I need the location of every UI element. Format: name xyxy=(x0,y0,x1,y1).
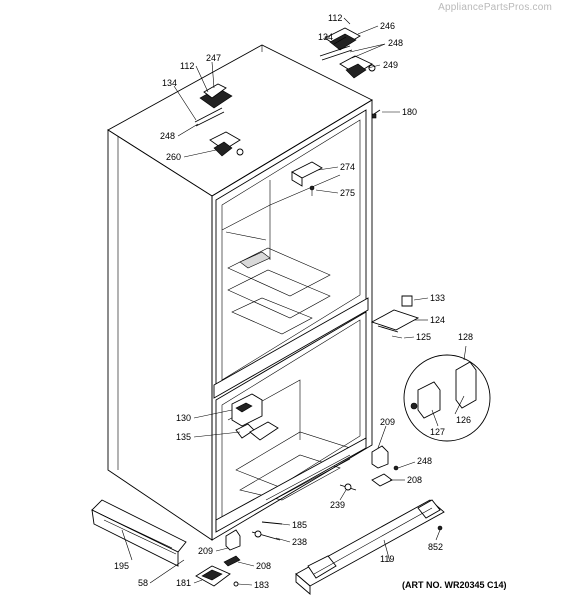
callout-127: 127 xyxy=(430,427,445,437)
callout-239: 239 xyxy=(330,500,345,510)
watermark: AppliancePartsPros.com xyxy=(438,2,552,13)
callout-124: 124 xyxy=(430,315,445,325)
base-grille-195 xyxy=(91,499,187,567)
callout-181: 181 xyxy=(176,578,191,588)
callout-208: 208 xyxy=(407,475,422,485)
lower-hinge-right xyxy=(339,445,399,491)
parts-130-135 xyxy=(231,393,279,441)
callout-135: 135 xyxy=(176,432,191,442)
callout-195: 195 xyxy=(114,561,129,571)
callout-183: 183 xyxy=(254,580,269,590)
parts-133-124-125 xyxy=(370,295,420,339)
fresh-food-compartment xyxy=(215,109,367,391)
callout-134: 134 xyxy=(162,78,177,88)
callout-247: 247 xyxy=(206,53,221,63)
callout-134: 134 xyxy=(318,32,333,42)
callout-185: 185 xyxy=(292,520,307,530)
callout-209: 209 xyxy=(198,546,213,556)
callout-180: 180 xyxy=(402,107,417,117)
lower-hinge-left xyxy=(223,521,283,567)
top-hinge-left xyxy=(194,83,244,157)
callout-260: 260 xyxy=(166,152,181,162)
callout-133: 133 xyxy=(430,293,445,303)
handle-119 xyxy=(295,499,445,595)
callout-125: 125 xyxy=(416,332,431,342)
callout-248: 248 xyxy=(388,38,403,48)
art-number: (ART NO. WR20345 C14) xyxy=(402,580,507,590)
callout-58: 58 xyxy=(138,578,148,588)
mullion xyxy=(213,297,369,399)
callout-209: 209 xyxy=(380,417,395,427)
cabinet-outline xyxy=(107,44,373,541)
top-hinge-right xyxy=(319,27,376,79)
freezer-compartment xyxy=(215,311,367,533)
callout-labels: 112 246 134 248 249 180 247 112 134 248 … xyxy=(114,13,473,590)
callout-119: 119 xyxy=(380,554,394,564)
callout-128: 128 xyxy=(458,332,473,342)
callout-208: 208 xyxy=(256,561,271,571)
bracket-274 xyxy=(291,161,323,196)
callout-274: 274 xyxy=(340,162,355,172)
part-181-183 xyxy=(195,565,239,587)
screw-180 xyxy=(371,109,381,119)
callout-246: 246 xyxy=(380,21,395,31)
detail-128 xyxy=(403,345,491,442)
callout-275: 275 xyxy=(340,188,355,198)
leader-lines xyxy=(121,17,465,586)
callout-248: 248 xyxy=(160,131,175,141)
callout-248: 248 xyxy=(417,456,432,466)
callout-238: 238 xyxy=(292,537,307,547)
callout-112: 112 xyxy=(328,13,342,23)
callout-126: 126 xyxy=(456,415,471,425)
callout-852: 852 xyxy=(428,542,443,552)
callout-112: 112 xyxy=(180,61,194,71)
callout-249: 249 xyxy=(383,60,398,70)
callout-130: 130 xyxy=(176,413,191,423)
